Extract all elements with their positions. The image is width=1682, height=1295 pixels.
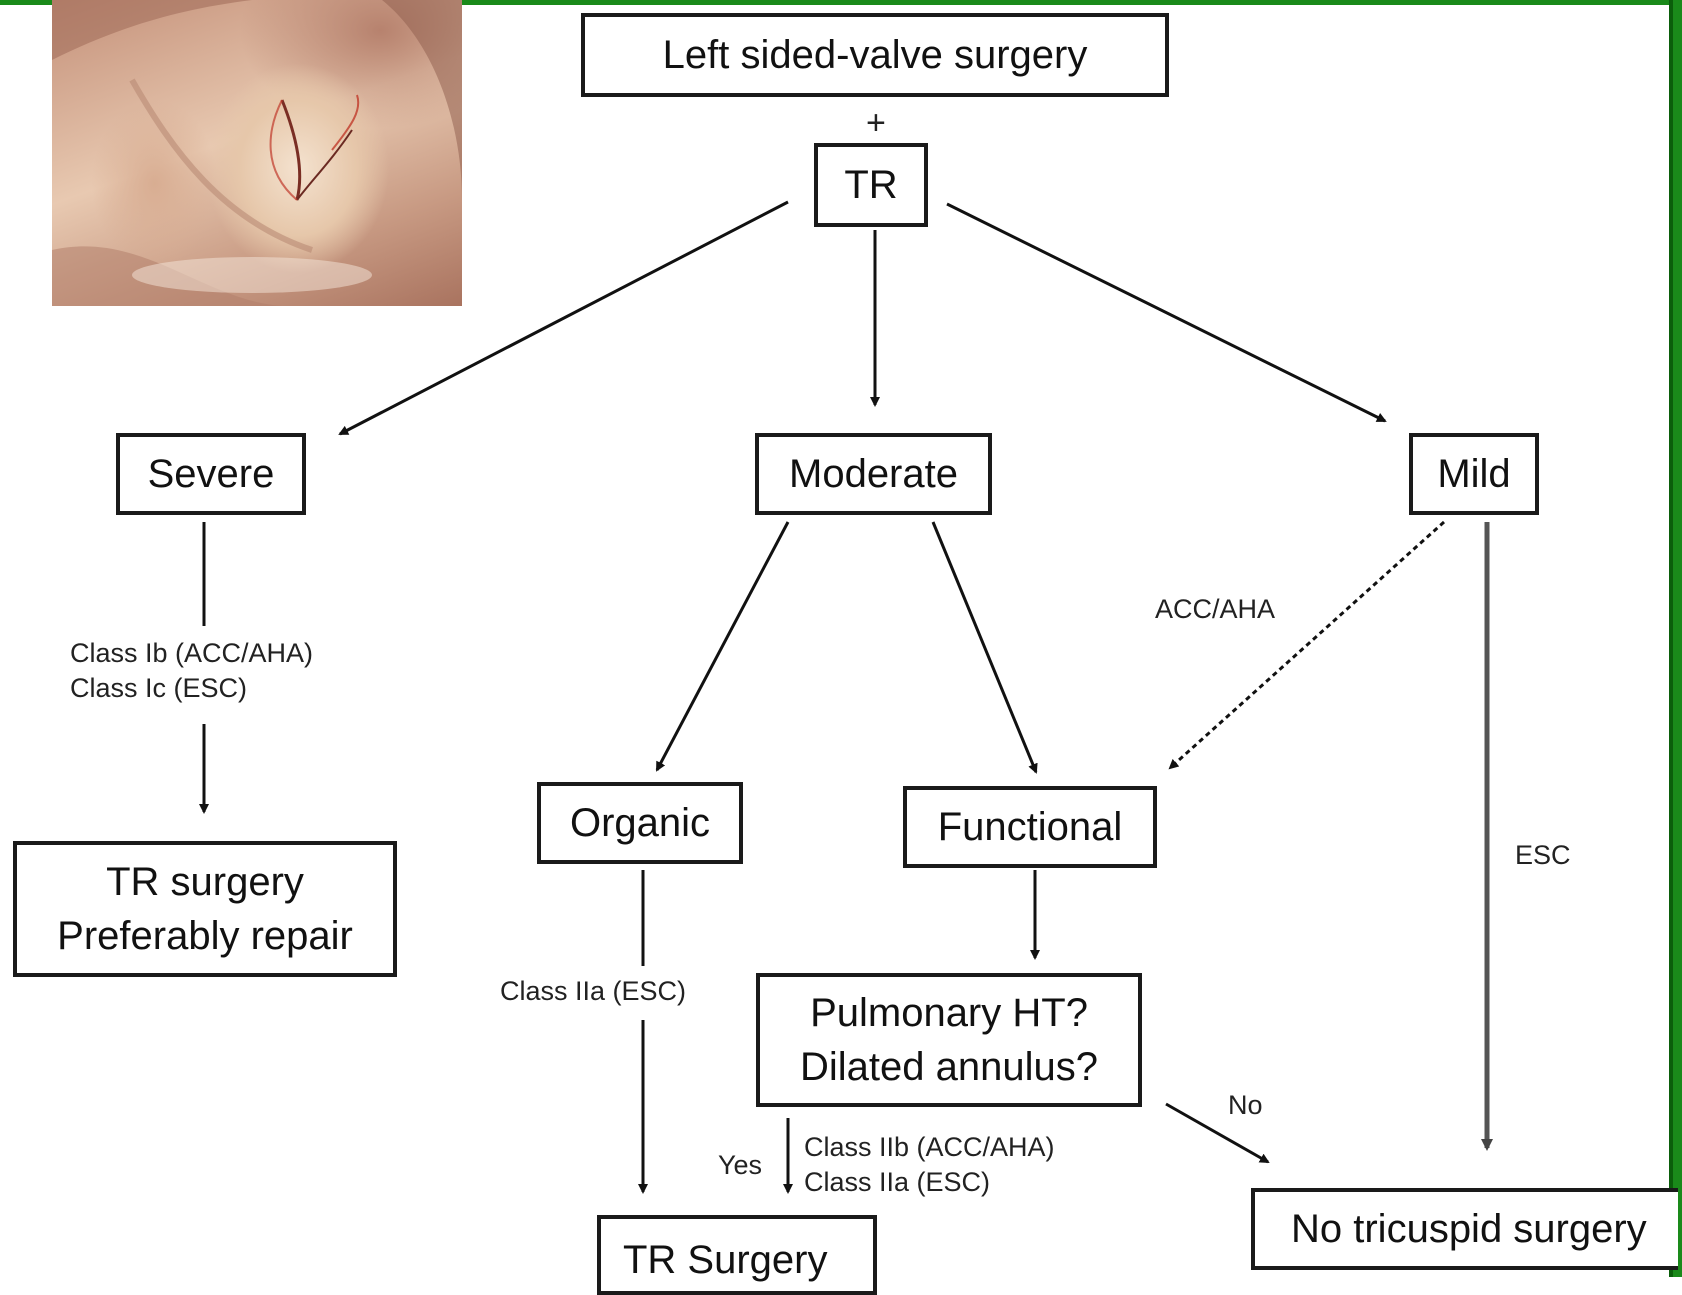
node-severe: Severe (116, 433, 306, 515)
node-severe-label: Severe (148, 447, 275, 501)
node-tr-label: TR (844, 158, 897, 212)
node-tr-surgery-label: TR Surgery (623, 1233, 828, 1287)
node-tr-surgery: TR Surgery (597, 1215, 877, 1295)
label-severe-class-line1: Class Ib (ACC/AHA) (70, 636, 313, 671)
label-no: No (1228, 1088, 1263, 1123)
node-moderate-label: Moderate (789, 447, 958, 501)
node-left-sided-valve-surgery: Left sided-valve surgery (581, 13, 1169, 97)
node-left-sided-valve-surgery-label: Left sided-valve surgery (663, 28, 1088, 82)
label-severe-class: Class Ib (ACC/AHA) Class Ic (ESC) (70, 636, 313, 706)
label-yes-class-line1: Class IIb (ACC/AHA) (804, 1130, 1055, 1165)
plus-sign: + (866, 101, 886, 145)
node-moderate: Moderate (755, 433, 992, 515)
node-pulmonary-question-line2: Dilated annulus? (800, 1040, 1098, 1094)
arrow-moderate-to-organic (657, 522, 788, 770)
label-yes-class: Class IIb (ACC/AHA) Class IIa (ESC) (804, 1130, 1055, 1200)
node-organic-label: Organic (570, 796, 710, 850)
node-organic: Organic (537, 782, 743, 864)
label-mild-esc: ESC (1515, 838, 1571, 873)
arrow-moderate-to-functional (933, 522, 1036, 772)
arrow-mild-to-functional-dashed (1170, 522, 1444, 768)
label-mild-acc-aha: ACC/AHA (1155, 592, 1275, 627)
arrow-tr-to-mild (947, 204, 1385, 421)
arrow-tr-to-severe (340, 202, 788, 434)
node-functional: Functional (903, 786, 1157, 868)
node-tr: TR (814, 143, 928, 227)
node-no-tricuspid-surgery-label: No tricuspid surgery (1291, 1202, 1647, 1256)
node-tr-surgery-repair-line1: TR surgery (106, 855, 304, 909)
node-mild-label: Mild (1437, 447, 1510, 501)
node-pulmonary-question: Pulmonary HT? Dilated annulus? (756, 973, 1142, 1107)
node-tr-surgery-repair-line2: Preferably repair (57, 909, 353, 963)
node-pulmonary-question-line1: Pulmonary HT? (810, 986, 1088, 1040)
label-yes: Yes (718, 1148, 762, 1183)
label-severe-class-line2: Class Ic (ESC) (70, 671, 313, 706)
label-organic-class: Class IIa (ESC) (500, 974, 686, 1009)
node-functional-label: Functional (938, 800, 1123, 854)
node-mild: Mild (1409, 433, 1539, 515)
label-yes-class-line2: Class IIa (ESC) (804, 1165, 1055, 1200)
node-no-tricuspid-surgery: No tricuspid surgery (1251, 1188, 1678, 1270)
node-tr-surgery-repair: TR surgery Preferably repair (13, 841, 397, 977)
